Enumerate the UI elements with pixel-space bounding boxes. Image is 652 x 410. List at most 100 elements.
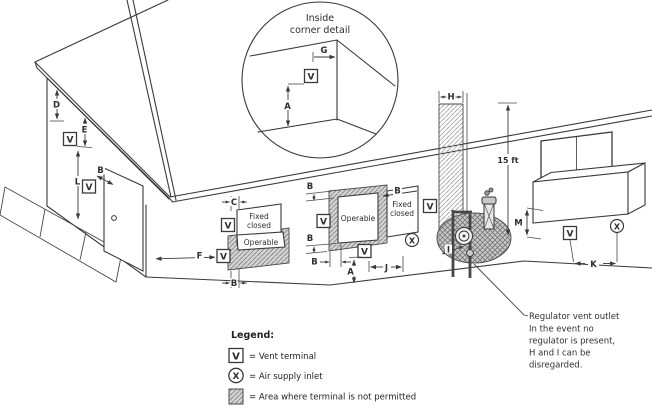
vent-terminal-symbol-1: V [62,131,78,147]
svg-text:V: V [225,222,232,232]
dim-e: E [76,117,93,148]
vent-terminal-symbol-3: V [220,217,236,233]
svg-text:V: V [427,203,434,213]
legend-vent-label: = Vent terminal [249,352,316,362]
dim-g-label: G [321,46,328,56]
air-supply-inlet-symbol-1: X [404,232,420,248]
svg-text:X: X [614,223,621,232]
dim-f: F [155,250,216,262]
vent-terminal-symbol-2: V [81,179,97,194]
fixed-window-1-label1: Fixed [249,212,269,221]
vent-terminal-symbol-detail [303,68,319,84]
svg-text:J: J [384,264,388,274]
ground-line [145,260,652,286]
dim-15ft: 15 ft [496,102,520,236]
svg-text:A: A [347,268,354,278]
svg-text:E: E [82,126,88,136]
air-supply-inlet-symbol-2: X [609,218,625,234]
vent-terminal-symbol-7: V [357,243,372,259]
note-line-3: regulator is present, [529,337,615,347]
window-group-2: Operable Fixed closed [328,184,419,252]
legend-air-symbol [228,367,244,384]
dim-b-group2-mid: B [305,234,337,254]
svg-text:B: B [307,234,313,244]
dim-b-group2-top: B [305,182,335,202]
note-leader-line [473,263,529,317]
svg-text:H: H [447,93,454,103]
dim-d: D [50,89,64,122]
svg-text:D: D [53,101,60,111]
dim-b-group2-bottom: B [310,245,351,268]
legend-air-label: = Air supply inlet [249,372,323,382]
door [103,167,144,272]
no-terminal-strip [438,93,468,233]
svg-text:F: F [197,252,203,262]
svg-text:V: V [220,253,227,263]
operable-window-1 [236,231,286,251]
svg-text:V: V [320,218,327,228]
note-line-5: disregarded. [529,361,582,371]
svg-text:B: B [311,258,317,268]
vent-terminal-symbol-5: V [316,213,331,229]
svg-text:B: B [97,166,103,176]
dim-i: I [441,244,464,256]
svg-text:V: V [308,73,315,83]
window-well [532,131,646,224]
fixed-window-1-label2: closed [247,221,271,230]
regulator-cap [481,196,497,205]
dim-b-door: B [96,164,114,185]
door-knob [111,215,117,221]
vent-terminal-symbol-4: V [216,248,231,264]
svg-text:V: V [232,352,240,363]
dim-a-group2: A [346,256,362,284]
no-terminal-zone-regulator [436,212,512,264]
svg-text:C: C [231,198,237,208]
dim-h: H [438,90,464,103]
svg-text:M: M [514,219,522,229]
svg-text:L: L [75,178,81,188]
svg-text:X: X [409,237,416,246]
legend: Legend: V = Vent terminal X = Air supply… [228,330,416,405]
operable-window-1-label: Operable [244,238,279,247]
legend-title: Legend: [231,330,274,341]
inside-corner-detail: Inside corner detail G V A [241,1,399,159]
svg-text:K: K [590,260,597,270]
svg-text:V: V [86,183,93,193]
well-side [627,162,646,215]
regulator-note: Regulator vent outlet In the event no re… [529,312,620,371]
svg-text:B: B [307,182,313,192]
vent-terminal-symbol-8: V [562,225,578,241]
svg-text:V: V [67,136,74,146]
svg-text:15 ft: 15 ft [497,156,518,165]
legend-area-symbol [228,388,244,405]
note-line-4: H and I can be [529,349,591,359]
dim-j: J [368,256,404,274]
svg-text:X: X [233,372,240,382]
svg-text:B: B [394,187,400,197]
fixed-window-2-label2: closed [390,209,414,218]
svg-text:B: B [231,279,237,289]
fixed-window-2-label1: Fixed [392,200,412,209]
dim-c: C [222,196,247,211]
svg-text:V: V [567,230,574,240]
window-group-1: Fixed closed Operable [227,203,290,271]
note-line-1: Regulator vent outlet [529,312,620,322]
dim-l: L [73,150,82,220]
regulator-vent [484,190,490,196]
operable-window-2 [337,192,379,244]
detail-title-1: Inside [306,13,334,24]
roof [34,0,652,203]
vent-terminal-symbol-6: V [422,198,438,214]
dim-b-group1: B [222,268,247,289]
valve [466,249,474,257]
fixed-window-2 [386,185,419,238]
legend-vent-symbol [228,347,244,364]
svg-text:I: I [447,246,450,256]
dim-b-fixed2: B [382,185,418,198]
detail-title-2: corner detail [290,25,350,36]
dim-a-detail-label: A [284,102,291,112]
legend-area-label: = Area where terminal is not permitted [249,393,416,403]
dim-m: M [514,207,544,240]
